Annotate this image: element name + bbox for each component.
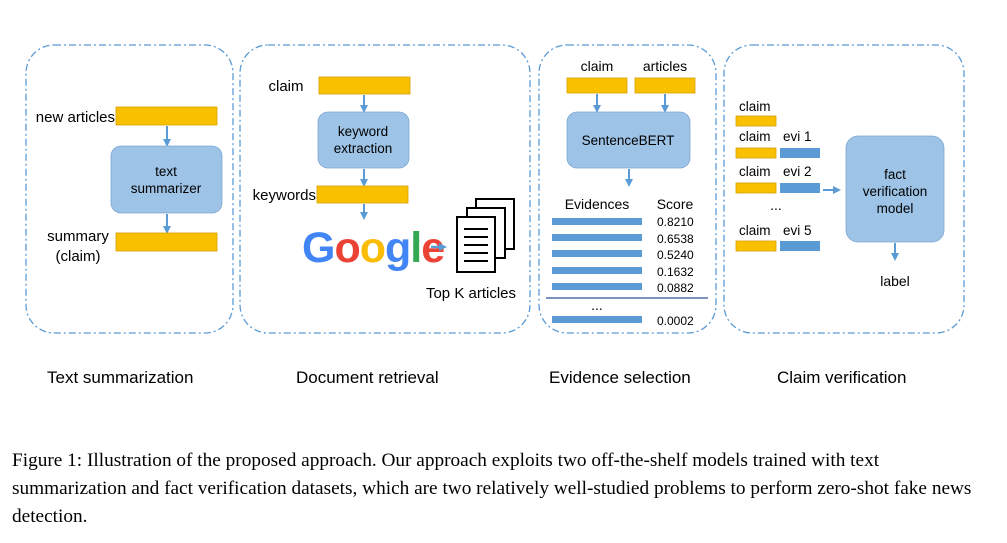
- ret-model-line1: keyword: [338, 124, 388, 139]
- evidence-bar: [552, 267, 642, 274]
- ver-model-line2: verification: [863, 184, 928, 199]
- panel-retrieval-border: [239, 44, 531, 334]
- summ-input-bar: [115, 106, 218, 126]
- documents-icon: [456, 198, 515, 273]
- summ-output-line1: summary: [47, 228, 109, 245]
- summ-input-label: new articles: [36, 109, 115, 126]
- ver-output-label: label: [880, 273, 910, 289]
- ver-pair-claim-label: claim: [739, 129, 771, 144]
- ver-model-box: [845, 135, 945, 243]
- ret-claim-bar: [318, 76, 411, 95]
- ver-claim-bar: [735, 115, 777, 127]
- ret-model-box: [317, 111, 410, 169]
- google-letter-o2: o: [360, 224, 385, 272]
- ver-pair-claim-label: claim: [739, 223, 771, 238]
- panel-caption-retrieval: Document retrieval: [296, 368, 439, 387]
- ret-keywords-label: keywords: [253, 187, 316, 204]
- ver-ellipsis: ...: [770, 197, 782, 213]
- evidence-score: 0.6538: [657, 232, 694, 246]
- summ-model-line2: summarizer: [131, 181, 202, 196]
- sel-claim-label: claim: [581, 58, 614, 74]
- sel-ellipsis: ...: [591, 297, 603, 313]
- panel-caption-selection: Evidence selection: [549, 368, 691, 387]
- sel-articles-bar: [634, 77, 696, 94]
- google-letter-l: l: [410, 224, 421, 272]
- sel-model-box: [566, 111, 691, 169]
- evidence-bar: [552, 234, 642, 241]
- evidence-bar: [552, 250, 642, 257]
- evidence-score: 0.0882: [657, 281, 694, 295]
- sel-claim-bar: [566, 77, 628, 94]
- ver-pair-claim-label: claim: [739, 164, 771, 179]
- evidence-score: 0.0002: [657, 314, 694, 328]
- sel-model-label: SentenceBERT: [582, 133, 675, 148]
- sel-articles-label: articles: [643, 58, 687, 74]
- google-letter-o1: o: [334, 224, 359, 272]
- sel-score-header: Score: [657, 196, 694, 212]
- evidence-bar: [552, 316, 642, 323]
- panel-caption-summarization: Text summarization: [47, 368, 194, 387]
- ret-keywords-bar: [316, 185, 409, 204]
- ret-model-line2: extraction: [334, 141, 393, 156]
- evidence-score: 0.5240: [657, 248, 694, 262]
- ver-pair-claim-bar: [735, 147, 777, 159]
- google-letter-g: G: [302, 224, 334, 272]
- evidence-score: 0.1632: [657, 265, 694, 279]
- panel-verification-border: [723, 44, 965, 334]
- ver-model-line1: fact: [884, 167, 906, 182]
- ver-pair-evi-bar: [780, 183, 820, 193]
- ver-pair-claim-bar: [735, 182, 777, 194]
- ver-pair-evi-bar: [780, 241, 820, 251]
- google-logo: Google: [302, 224, 444, 272]
- summ-model-box: [110, 145, 223, 214]
- ver-pair-evi-label: evi 1: [783, 129, 812, 144]
- panel-selection-border: [538, 44, 717, 334]
- ver-pair-evi-label: evi 2: [783, 164, 812, 179]
- ver-pair-evi-bar: [780, 148, 820, 158]
- summ-output-bar: [115, 232, 218, 252]
- ret-articles-label: Top K articles: [426, 285, 516, 302]
- approach-figure: new articles text summarizer summary (cl…: [25, 44, 965, 334]
- evidence-bar: [552, 283, 642, 290]
- summ-output-line2: (claim): [56, 248, 101, 265]
- ret-claim-label: claim: [268, 78, 303, 95]
- sel-evidences-header: Evidences: [565, 196, 630, 212]
- summ-model-line1: text: [155, 164, 177, 179]
- evidence-score: 0.8210: [657, 215, 694, 229]
- ver-pair-claim-bar: [735, 240, 777, 252]
- evidence-bar: [552, 218, 642, 225]
- ver-pair-evi-label: evi 5: [783, 223, 812, 238]
- figure-caption: Figure 1: Illustration of the proposed a…: [12, 450, 972, 527]
- panel-caption-verification: Claim verification: [777, 368, 907, 387]
- panel-summarization-border: [25, 44, 234, 334]
- ver-claim-label: claim: [739, 99, 771, 114]
- ver-model-line3: model: [877, 201, 914, 216]
- google-letter-g2: g: [385, 224, 410, 272]
